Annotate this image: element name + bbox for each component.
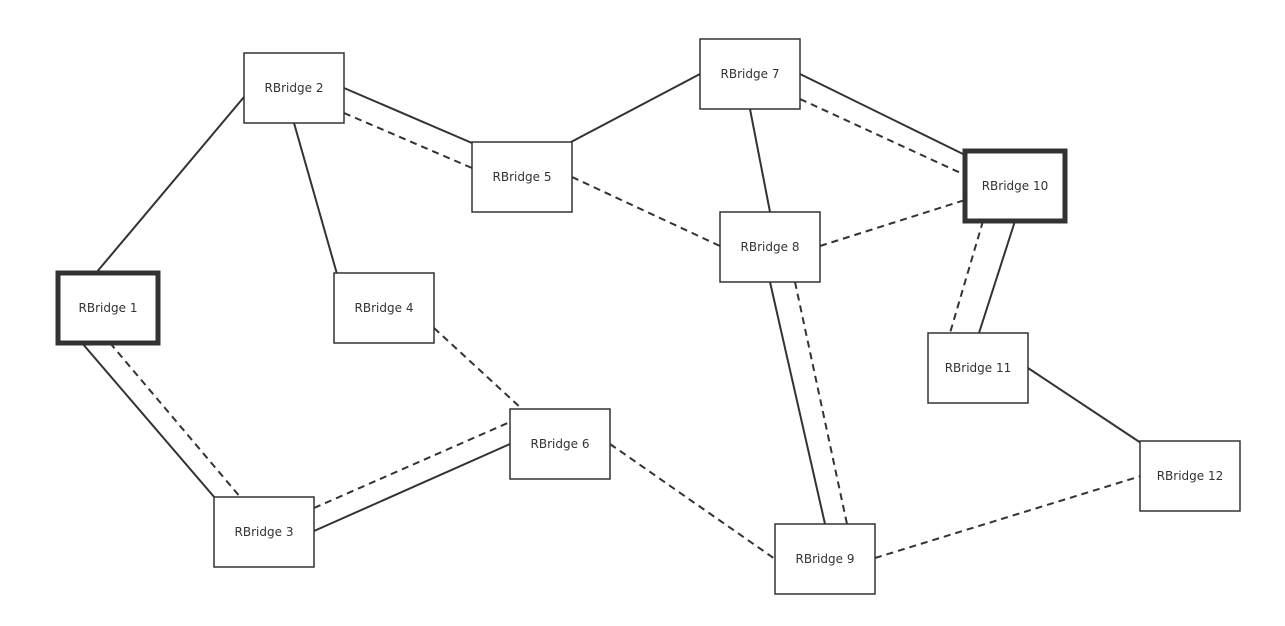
edge-rb1-rb2-solid <box>95 96 245 274</box>
node-box[interactable] <box>962 148 1068 224</box>
node-label: RBridge 4 <box>355 301 414 315</box>
node-rb1[interactable]: RBridge 1 <box>55 270 161 346</box>
edge-rb5-rb8-dashed <box>571 176 721 247</box>
edge-rb6-rb9-dashed <box>609 443 776 560</box>
edge-rb2-rb5-dashed <box>343 112 473 169</box>
node-label: RBridge 6 <box>531 437 590 451</box>
edge-rb8-rb10-dashed <box>819 199 966 247</box>
node-rb8[interactable]: RBridge 8 <box>719 211 821 283</box>
edge-rb7-rb10-solid <box>799 73 966 156</box>
node-rb12[interactable]: RBridge 12 <box>1139 440 1241 512</box>
node-box[interactable] <box>774 523 876 595</box>
node-box[interactable] <box>719 211 821 283</box>
node-label: RBridge 1 <box>79 301 138 315</box>
edge-rb10-rb11-dashed <box>949 220 984 334</box>
edge-rb2-rb5-solid <box>343 87 473 144</box>
edge-rb3-rb6-dashed <box>313 421 511 509</box>
edge-rb10-rb11-solid <box>978 220 1016 334</box>
node-rb4[interactable]: RBridge 4 <box>333 272 435 344</box>
node-rb6[interactable]: RBridge 6 <box>509 408 611 480</box>
edge-rb2-rb4-solid <box>293 122 338 275</box>
edges-layer <box>81 73 1142 560</box>
edge-rb8-rb9-dashed <box>794 281 848 525</box>
node-box[interactable] <box>699 38 801 110</box>
node-label: RBridge 10 <box>982 179 1049 193</box>
node-box[interactable] <box>509 408 611 480</box>
node-rb3[interactable]: RBridge 3 <box>213 496 315 568</box>
node-box[interactable] <box>927 332 1029 404</box>
edge-rb1-rb3-solid <box>81 342 216 499</box>
node-box[interactable] <box>333 272 435 344</box>
node-box[interactable] <box>1139 440 1241 512</box>
node-label: RBridge 12 <box>1157 469 1224 483</box>
node-label: RBridge 9 <box>796 552 855 566</box>
node-label: RBridge 2 <box>265 81 324 95</box>
edge-rb7-rb8-solid <box>749 108 771 213</box>
node-label: RBridge 11 <box>945 361 1012 375</box>
node-rb9[interactable]: RBridge 9 <box>774 523 876 595</box>
edge-rb9-rb12-dashed <box>874 475 1142 559</box>
node-label: RBridge 7 <box>721 67 780 81</box>
node-rb2[interactable]: RBridge 2 <box>243 52 345 124</box>
node-rb7[interactable]: RBridge 7 <box>699 38 801 110</box>
edge-rb7-rb10-dashed <box>799 98 966 176</box>
node-box[interactable] <box>213 496 315 568</box>
edge-rb11-rb12-solid <box>1027 367 1142 444</box>
edge-rb3-rb6-solid <box>313 443 511 532</box>
edge-rb1-rb3-dashed <box>109 342 242 499</box>
node-box[interactable] <box>243 52 345 124</box>
node-rb10[interactable]: RBridge 10 <box>962 148 1068 224</box>
node-rb5[interactable]: RBridge 5 <box>471 141 573 213</box>
nodes-layer: RBridge 1 RBridge 2 RBridge 3 RBridge 4 RBri… <box>55 38 1241 595</box>
node-label: RBridge 5 <box>493 170 552 184</box>
node-rb11[interactable]: RBridge 11 <box>927 332 1029 404</box>
edge-rb8-rb9-solid <box>769 281 826 525</box>
node-box[interactable] <box>471 141 573 213</box>
node-label: RBridge 8 <box>741 240 800 254</box>
edge-rb4-rb6-dashed <box>433 327 523 410</box>
node-box[interactable] <box>55 270 161 346</box>
edge-rb5-rb7-solid <box>570 73 701 143</box>
node-label: RBridge 3 <box>235 525 294 539</box>
